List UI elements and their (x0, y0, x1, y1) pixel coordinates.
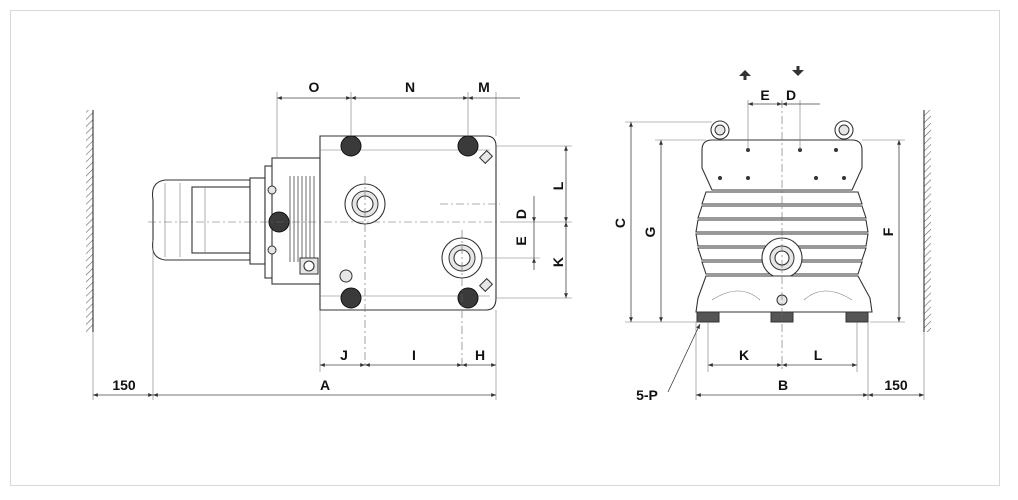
dim-label-l-side: L (550, 181, 566, 190)
right-wall (923, 110, 931, 332)
dim-label-b: B (778, 377, 788, 393)
top-dimensions (276, 92, 520, 158)
motor (151, 157, 321, 285)
dim-label-k-side: K (550, 257, 566, 267)
bottom-dimensions (319, 310, 497, 400)
outlet-arrow-icon (739, 70, 751, 76)
dim-label-l-bottom: L (814, 347, 823, 363)
dim-label-a: A (320, 377, 330, 393)
front-left-dimensions (625, 121, 712, 323)
overall-dimensions-left (92, 240, 496, 400)
side-view: O N M L D E K J I H 150 A (86, 79, 572, 400)
foot-leader-line (667, 323, 701, 393)
dim-label-e-side: E (513, 236, 529, 245)
motor-fins (289, 176, 315, 262)
dim-label-i: I (412, 347, 416, 363)
dim-label-clearance-right: 150 (884, 377, 908, 393)
dim-label-j: J (340, 347, 348, 363)
dim-label-c: C (612, 218, 628, 228)
dim-label-m: M (478, 79, 490, 95)
pump-body (319, 135, 497, 311)
dim-label-p: 5-P (636, 387, 658, 403)
inlet-arrow-icon (792, 70, 804, 76)
front-view: E D C G F K L 5-P B 150 (612, 66, 931, 403)
left-wall (86, 110, 94, 332)
front-right-dimensions (862, 139, 905, 323)
dim-label-h: H (475, 347, 485, 363)
dim-label-f: F (880, 227, 896, 236)
dim-label-n: N (405, 79, 415, 95)
front-bottom-dimensions (695, 322, 925, 400)
dim-label-d-top: D (786, 87, 796, 103)
dim-label-d-side: D (513, 209, 529, 219)
dim-label-k-bottom: K (739, 347, 749, 363)
dim-label-o: O (309, 79, 320, 95)
dim-label-e-top: E (760, 87, 769, 103)
right-side-dimensions (482, 145, 572, 299)
dim-label-g: G (642, 226, 658, 237)
dim-label-clearance-left: 150 (112, 377, 136, 393)
